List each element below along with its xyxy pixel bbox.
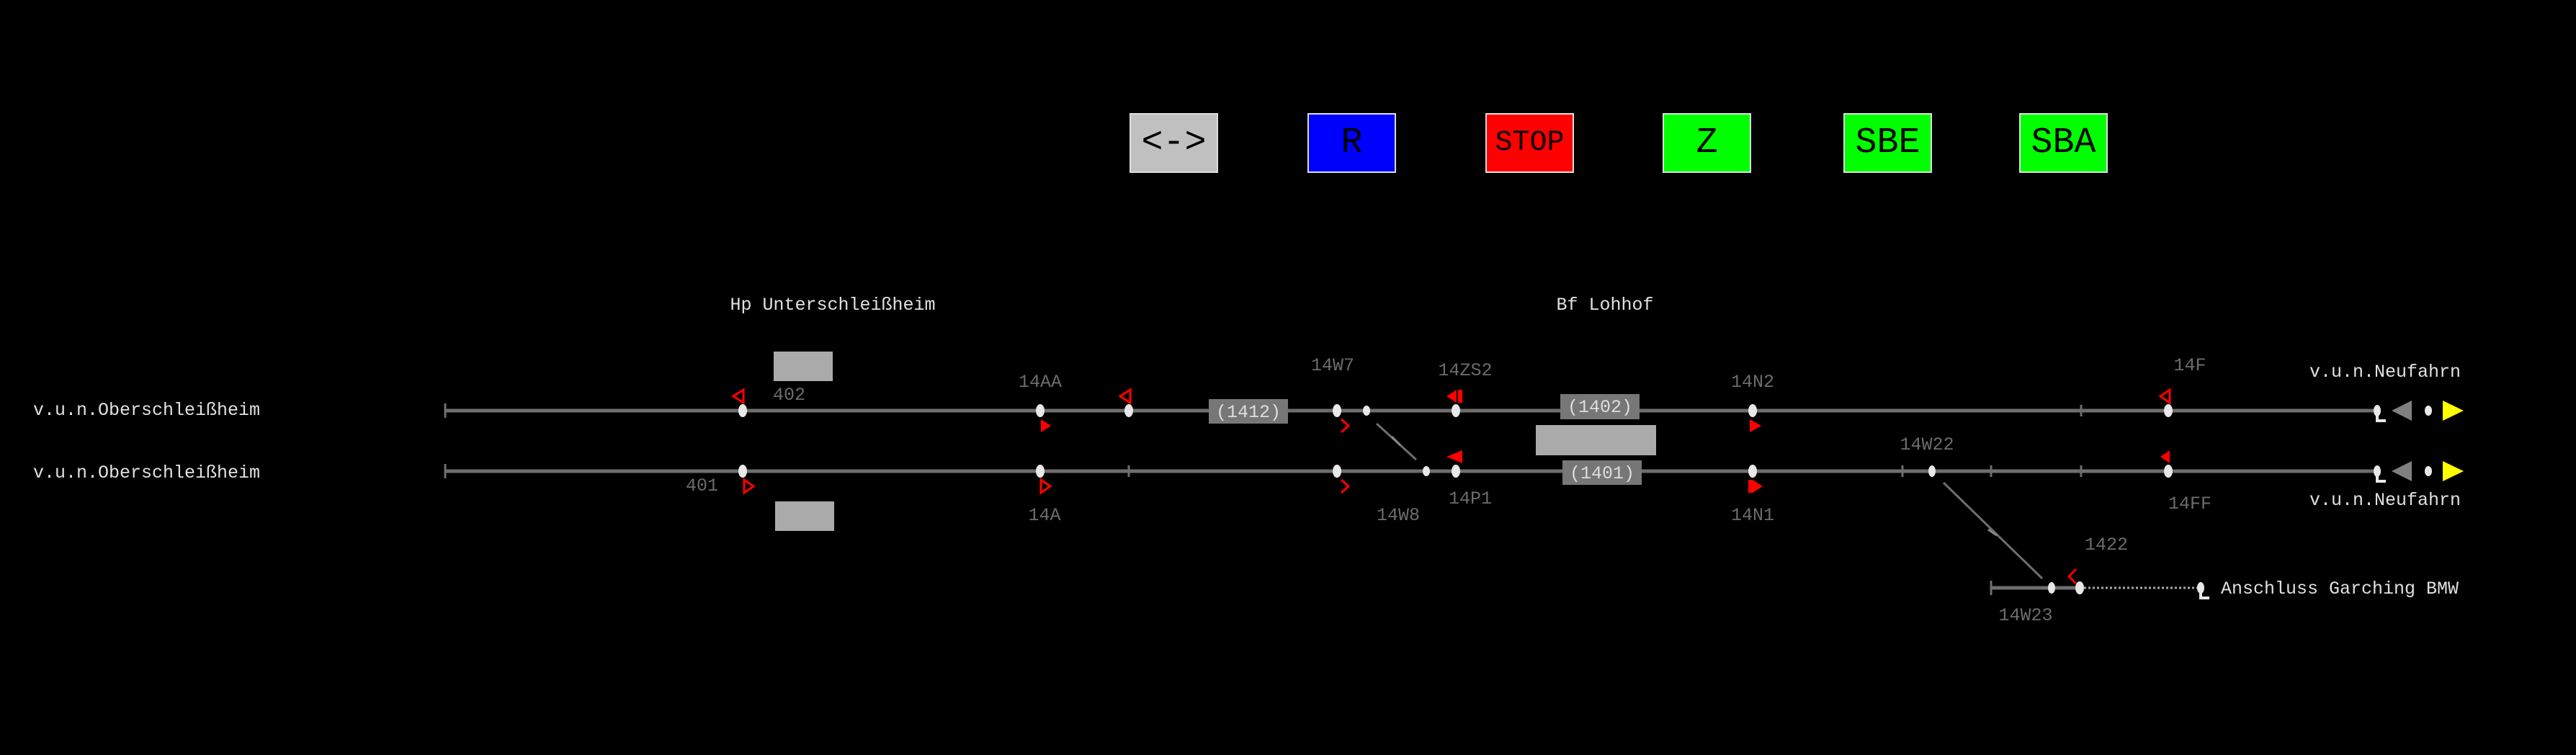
block-1412[interactable] — [1209, 399, 1288, 424]
block-label-1402: (1402) — [1567, 397, 1632, 418]
z-button[interactable]: Z — [1663, 113, 1751, 173]
arrow-left-gray-icon[interactable] — [2392, 461, 2412, 481]
signal-14zs2-bar-icon — [1458, 390, 1462, 403]
label-14w23: 14W23 — [1998, 605, 2052, 626]
track-ticks — [444, 403, 2083, 595]
block-label-1412: (1412) — [1216, 402, 1281, 423]
signal-14zs2-icon[interactable] — [1446, 390, 1457, 403]
arrow-right-yellow-icon[interactable] — [2443, 461, 2464, 481]
branch-14w22-14w23[interactable] — [1942, 481, 2044, 580]
siding-label: Anschluss Garching BMW — [2221, 578, 2459, 599]
label-14f: 14F — [2173, 355, 2206, 376]
sba-button[interactable]: SBA — [2019, 113, 2108, 173]
arrow-right-yellow-icon[interactable] — [2443, 401, 2464, 421]
arrow-left-gray-icon[interactable] — [2392, 401, 2412, 421]
station-lohhof: Bf Lohhof — [1556, 295, 1653, 316]
signal-14a-icon[interactable] — [1039, 478, 1052, 495]
stop-button[interactable]: STOP — [1485, 113, 1574, 173]
label-14ff: 14FF — [2168, 493, 2211, 514]
track-nodes — [738, 404, 2173, 594]
signal-14ff-icon[interactable] — [2160, 450, 2170, 463]
platform-402[interactable] — [774, 352, 833, 381]
direction-label-left-bottom: v.u.n.Oberschleißheim — [33, 463, 260, 483]
platform-label-401: 401 — [686, 475, 718, 496]
label-14a: 14A — [1028, 505, 1060, 526]
label-14aa: 14AA — [1019, 372, 1062, 393]
signal-14n1-bar-icon — [1748, 480, 1753, 493]
label-14w7: 14W7 — [1311, 355, 1354, 376]
swap-direction-button[interactable]: <-> — [1130, 113, 1218, 173]
block-1401[interactable] — [1562, 460, 1642, 485]
crossover-mark — [1390, 435, 1402, 447]
platform-label-402: 402 — [773, 385, 805, 406]
signal-14n2-icon[interactable] — [1750, 419, 1761, 432]
platform-lohhof[interactable] — [1536, 425, 1656, 455]
direction-label-right-bottom: v.u.n.Neufahrn — [2309, 490, 2461, 511]
station-unterschleissheim: Hp Unterschleißheim — [730, 295, 935, 316]
direction-label-left-top: v.u.n.Oberschleißheim — [33, 400, 260, 421]
label-14n1: 14N1 — [1731, 505, 1774, 526]
direction-label-right-top: v.u.n.Neufahrn — [2309, 362, 2461, 383]
label-14w8: 14W8 — [1377, 505, 1420, 526]
block-1402[interactable] — [1560, 394, 1640, 419]
signals — [731, 388, 2171, 585]
exit-bottom — [2374, 461, 2464, 483]
signal-14n1-icon[interactable] — [1753, 480, 1763, 493]
label-14zs2: 14ZS2 — [1438, 360, 1492, 381]
exit-top — [2374, 401, 2464, 422]
signal-14p1-icon[interactable] — [1446, 450, 1462, 463]
label-14p1: 14P1 — [1449, 488, 1492, 509]
platform-401[interactable] — [775, 501, 834, 531]
branch-mark — [1987, 528, 1998, 537]
signal-14w7-icon[interactable] — [1340, 418, 1351, 434]
siding-end-node — [2197, 582, 2204, 594]
sbe-button[interactable]: SBE — [1843, 113, 1932, 173]
signal-402-icon[interactable] — [731, 388, 745, 405]
label-14n2: 14N2 — [1731, 372, 1774, 393]
r-button[interactable]: R — [1307, 113, 1396, 173]
signal-14aa-icon[interactable] — [1041, 419, 1051, 432]
signal-1422-icon[interactable] — [2067, 568, 2078, 585]
signal-401-icon[interactable] — [743, 478, 756, 495]
signal-14w8-icon[interactable] — [1340, 478, 1351, 494]
signal-14f-icon[interactable] — [2158, 388, 2171, 405]
label-14w22: 14W22 — [1900, 434, 1954, 455]
signal-top-14aa-reverse-icon[interactable] — [1118, 388, 1132, 405]
block-label-1401: (1401) — [1570, 463, 1634, 484]
label-1422: 1422 — [2085, 535, 2128, 555]
